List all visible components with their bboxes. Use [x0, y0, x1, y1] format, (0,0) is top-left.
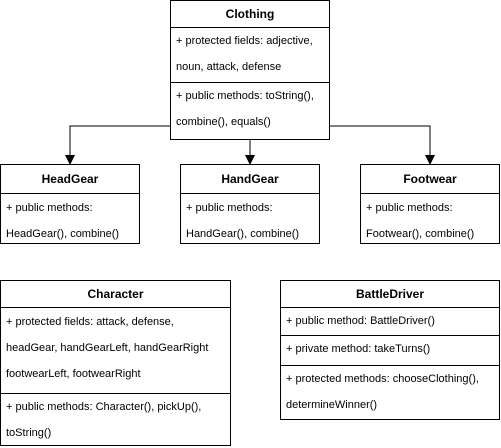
class-headgear[interactable]: HeadGear + public methods: HeadGear(), c…	[0, 164, 140, 244]
class-handgear-methods: + public methods: HandGear(), combine()	[181, 194, 319, 243]
class-clothing-fields: + protected fields: adjective, noun, att…	[171, 28, 329, 82]
class-character-field-line: footwearLeft, footwearRight	[6, 368, 141, 380]
class-footwear-title: Footwear	[361, 165, 499, 194]
class-headgear-title: HeadGear	[1, 165, 139, 194]
class-battledriver-protected-methods: + protected methods: chooseClothing(), d…	[281, 365, 499, 419]
class-handgear-method-line: + public methods:	[186, 202, 273, 214]
class-footwear-method-line: Footwear(), combine()	[366, 228, 475, 240]
class-character-title: Character	[1, 281, 230, 308]
class-clothing-field-line: noun, attack, defense	[176, 61, 282, 73]
class-handgear[interactable]: HandGear + public methods: HandGear(), c…	[180, 164, 320, 244]
class-battledriver-public-methods: + public method: BattleDriver()	[281, 308, 499, 335]
arrow-clothing-to-footwear	[330, 125, 435, 165]
class-footwear[interactable]: Footwear + public methods: Footwear(), c…	[360, 164, 500, 244]
arrow-clothing-to-headgear	[65, 125, 170, 165]
class-character[interactable]: Character + protected fields: attack, de…	[0, 280, 231, 446]
class-character-method-line: toString()	[6, 427, 52, 439]
class-character-methods: + public methods: Character(), pickUp(),…	[1, 393, 230, 445]
class-character-field-line: + protected fields: attack, defense,	[6, 316, 174, 328]
class-clothing-method-line: combine(), equals()	[176, 116, 271, 128]
class-clothing-title: Clothing	[171, 1, 329, 28]
class-handgear-title: HandGear	[181, 165, 319, 194]
class-character-method-line: + public methods: Character(), pickUp(),	[6, 401, 202, 413]
class-character-fields: + protected fields: attack, defense, hea…	[1, 308, 230, 393]
class-footwear-methods: + public methods: Footwear(), combine()	[361, 194, 499, 243]
class-headgear-method-line: + public methods:	[6, 202, 93, 214]
class-battledriver-title: BattleDriver	[281, 281, 499, 308]
class-clothing[interactable]: Clothing + protected fields: adjective, …	[170, 0, 330, 140]
class-handgear-method-line: HandGear(), combine()	[186, 228, 300, 240]
class-clothing-methods: + public methods: toString(), combine(),…	[171, 82, 329, 139]
class-battledriver-method-line: + public method: BattleDriver()	[286, 315, 435, 327]
class-battledriver-method-line: + private method: takeTurns()	[286, 343, 431, 355]
class-battledriver[interactable]: BattleDriver + public method: BattleDriv…	[280, 280, 500, 420]
class-battledriver-private-methods: + private method: takeTurns()	[281, 335, 499, 365]
class-headgear-methods: + public methods: HeadGear(), combine()	[1, 194, 139, 243]
class-headgear-method-line: HeadGear(), combine()	[6, 228, 120, 240]
class-character-field-line: headGear, handGearLeft, handGearRight	[6, 342, 209, 354]
class-battledriver-method-line: determineWinner()	[286, 399, 378, 411]
class-battledriver-method-line: + protected methods: chooseClothing(),	[286, 373, 479, 385]
class-footwear-method-line: + public methods:	[366, 202, 453, 214]
class-clothing-field-line: + protected fields: adjective,	[176, 35, 313, 47]
class-clothing-method-line: + public methods: toString(),	[176, 90, 314, 102]
